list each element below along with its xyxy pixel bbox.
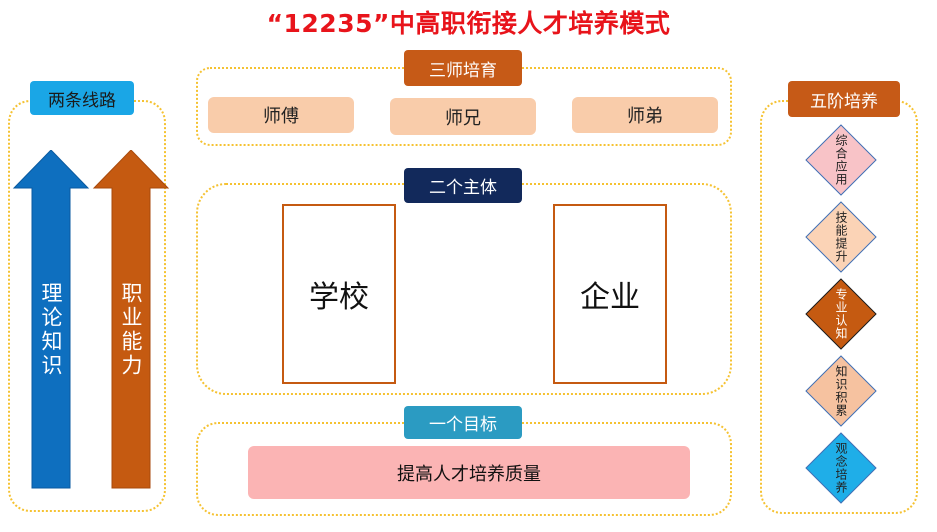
stage-comprehensive-application: 综合应用 — [805, 124, 877, 196]
stage-label: 综合应用 — [834, 134, 848, 186]
ability-arrow-shape — [92, 150, 170, 489]
teacher-item-senior: 师兄 — [390, 98, 536, 135]
theory-knowledge-arrow — [12, 150, 90, 489]
diamond-shape — [805, 201, 877, 273]
stage-professional-cognition: 专业认知 — [805, 278, 877, 350]
three-teachers-label: 三师培育 — [404, 50, 522, 86]
subject-enterprise: 企业 — [553, 204, 667, 384]
goal-text-box: 提高人才培养质量 — [248, 446, 690, 499]
two-subjects-label: 二个主体 — [404, 168, 522, 203]
diagram-title: “12235”中高职衔接人才培养模式 — [266, 9, 671, 38]
stage-label: 专业认知 — [834, 288, 848, 340]
diamond-shape — [805, 124, 877, 196]
stage-label: 技能提升 — [834, 211, 848, 263]
subject-school: 学校 — [282, 204, 396, 384]
vocational-ability-text: 职业能力 — [119, 282, 143, 378]
theory-knowledge-text: 理论知识 — [39, 282, 63, 378]
teacher-item-junior: 师弟 — [572, 97, 718, 133]
diamond-shape — [805, 432, 877, 504]
stage-skill-improvement: 技能提升 — [805, 201, 877, 273]
diamond-shape — [805, 355, 877, 427]
stage-label: 知识积累 — [834, 365, 848, 417]
five-stages-label: 五阶培养 — [788, 81, 900, 117]
diamond-shape — [805, 278, 877, 350]
stage-concept-cultivation: 观念培养 — [805, 432, 877, 504]
theory-arrow-shape — [12, 150, 90, 489]
stage-knowledge-accumulation: 知识积累 — [805, 355, 877, 427]
vocational-ability-arrow — [92, 150, 170, 489]
one-goal-label: 一个目标 — [404, 406, 522, 439]
two-routes-label: 两条线路 — [30, 81, 134, 115]
teacher-item-master: 师傅 — [208, 97, 354, 133]
stage-label: 观念培养 — [834, 442, 848, 494]
